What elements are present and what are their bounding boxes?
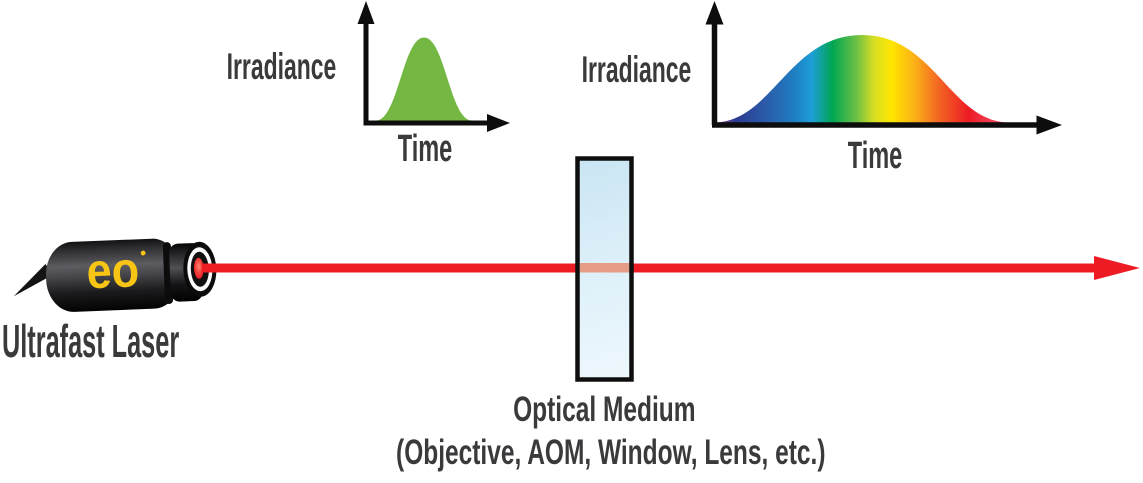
beam-inside-glass [577, 263, 632, 273]
beam-arrowhead [1094, 256, 1140, 280]
green-pulse [376, 37, 472, 121]
laser-aperture [193, 257, 204, 279]
irradiance-label-left: Irradiance [226, 46, 336, 87]
irradiance-label-right: Irradiance [581, 49, 691, 90]
time-label-left: Time [397, 128, 453, 170]
time-label-right: Time [847, 135, 903, 177]
rainbow-pulse [714, 35, 1010, 123]
laser-cable [13, 263, 53, 297]
eo-logo: eo [85, 242, 140, 300]
optical-medium-glass [575, 156, 634, 382]
optical-medium-title: Optical Medium [512, 390, 696, 429]
graph-short-pulse [357, 1, 510, 132]
x-axis-arrow-right-graph [1036, 115, 1062, 135]
laser-body [45, 238, 181, 312]
laser-device: eo [13, 238, 217, 312]
x-axis-arrow-left-graph [487, 114, 510, 132]
graph-broadened-pulse [705, 1, 1062, 135]
y-axis-arrow-left-graph [357, 1, 375, 24]
eo-logo-trademark-dot [140, 250, 146, 256]
optical-medium-subtitle: (Objective, AOM, Window, Lens, etc.) [396, 433, 826, 472]
glass-border [575, 156, 634, 382]
y-axis-arrow-right-graph [705, 1, 724, 25]
laser-beam [202, 263, 1098, 273]
ultrafast-laser-label: Ultrafast Laser [2, 315, 180, 367]
